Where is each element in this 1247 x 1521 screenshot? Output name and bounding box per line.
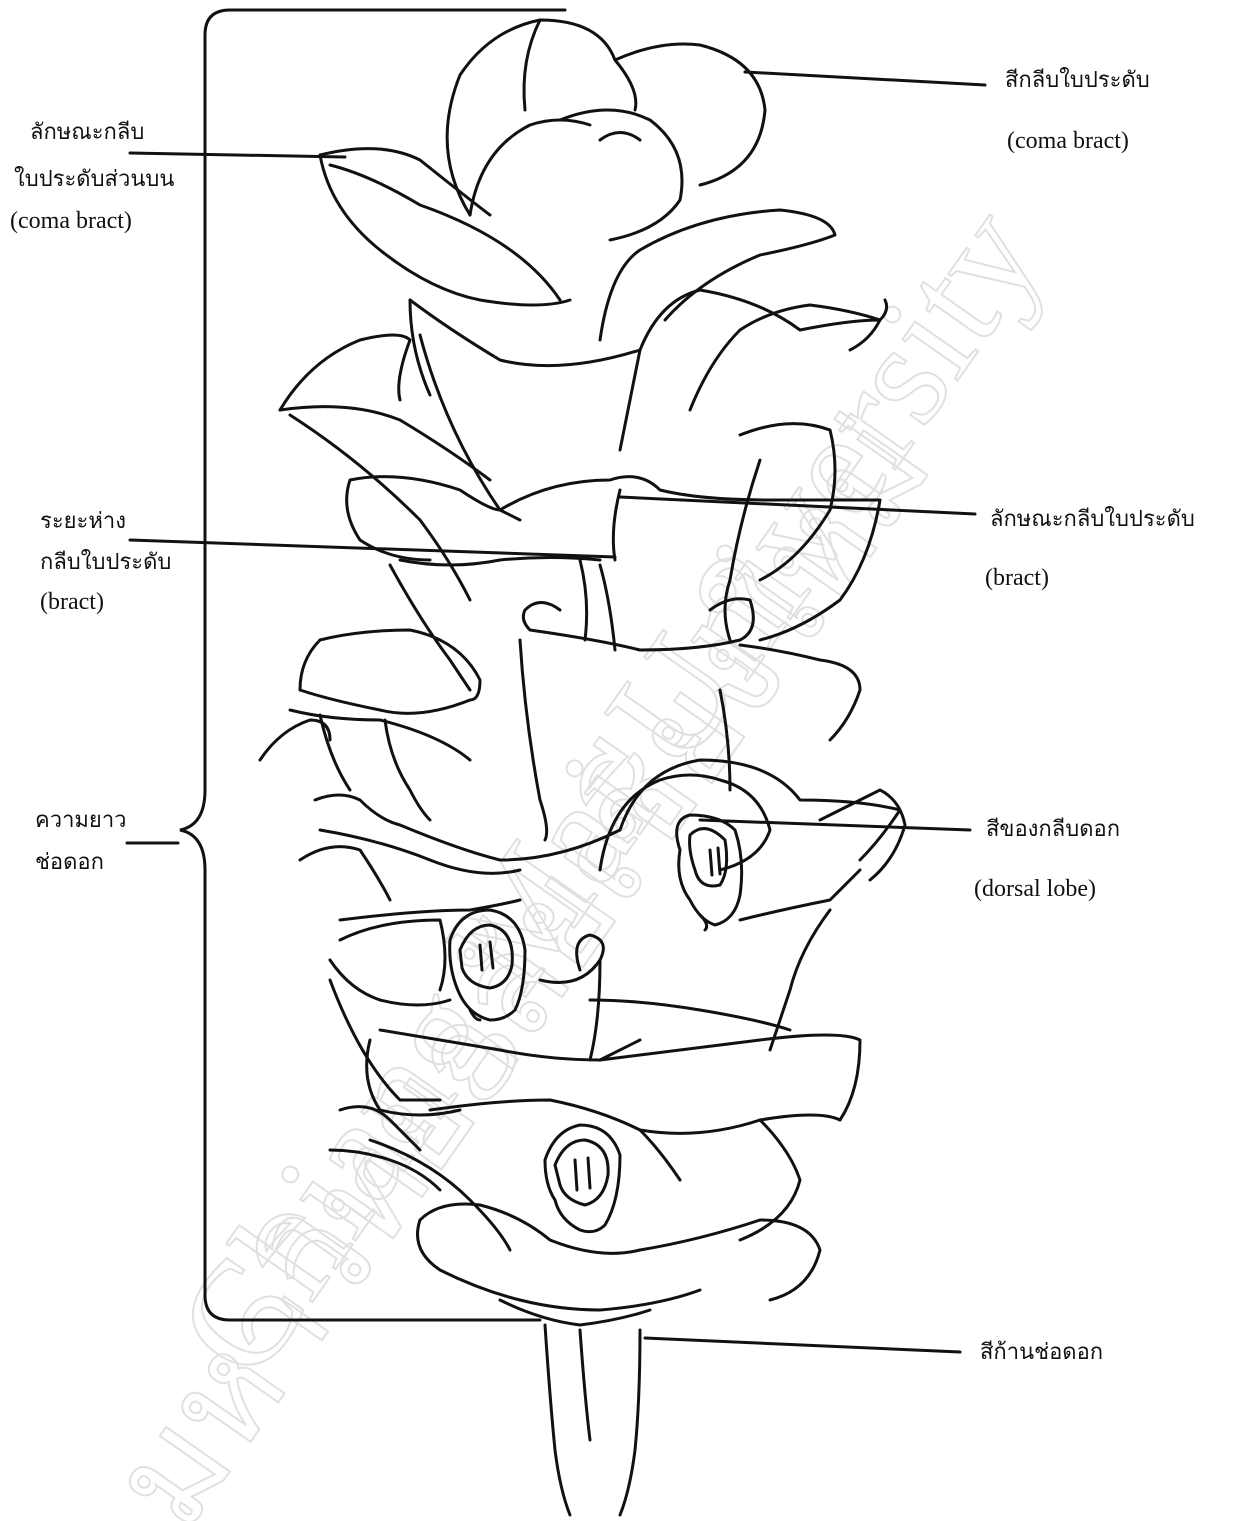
label-coma-bract-color-th: สีกลีบใบประดับ [1005, 66, 1150, 96]
leader-bract-spacing [130, 540, 615, 557]
label-coma-bract-shape-th2: ใบประดับส่วนบน [14, 165, 174, 195]
label-bract-spacing-en: (bract) [40, 587, 104, 617]
label-bract-shape-en: (bract) [985, 563, 1049, 593]
label-bract-spacing-th1: ระยะห่าง [40, 507, 126, 537]
label-coma-bract-shape-en: (coma bract) [10, 206, 132, 236]
leader-coma-bract-shape [130, 153, 345, 157]
leader-dorsal-lobe [700, 820, 970, 830]
label-dorsal-lobe-en: (dorsal lobe) [974, 874, 1096, 904]
label-dorsal-lobe-th: สีของกลีบดอก [986, 815, 1120, 845]
leader-coma-bract-color [745, 72, 985, 85]
label-bract-shape-th: ลักษณะกลีบใบประดับ [990, 505, 1195, 535]
label-spike-length-th2: ช่อดอก [35, 848, 104, 878]
label-coma-bract-color-en: (coma bract) [1007, 126, 1129, 156]
label-spike-length-th1: ความยาว [35, 806, 127, 836]
watermark-english: Chiang Mai University [144, 177, 1073, 1405]
label-peduncle-color-th: สีก้านช่อดอก [980, 1338, 1103, 1368]
label-bract-spacing-th2: กลีบใบประดับ [40, 548, 171, 578]
leader-peduncle [645, 1338, 960, 1352]
label-coma-bract-shape-th1: ลักษณะกลีบ [30, 118, 144, 148]
